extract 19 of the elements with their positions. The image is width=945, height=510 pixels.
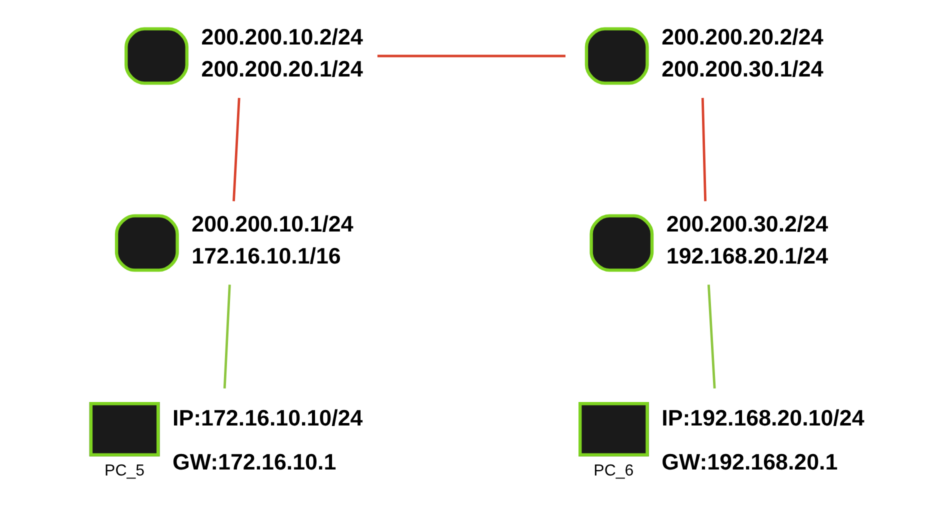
node-label: 200.200.20.2/24 [661,24,823,50]
node-label: PC_6 [593,462,634,480]
node-label: 200.200.10.1/24 [191,211,353,236]
connector [700,98,706,202]
node-label: IP:172.16.10.10/24 [172,406,362,431]
node-label: GW:172.16.10.1 [172,450,336,475]
connector [222,284,230,389]
node-label: 200.200.10.2/24 [200,24,362,50]
node-label: GW:192.168.20.1 [661,450,838,475]
connector [376,54,565,58]
node-label: 172.16.10.1/16 [191,243,340,268]
node-label: IP:192.168.20.10/24 [661,406,864,431]
connector [706,284,716,389]
node-label: 200.200.30.1/24 [661,56,823,82]
connector [232,98,240,202]
node-label: 192.168.20.1/24 [666,243,828,268]
node-label: PC_5 [104,462,144,480]
node-label: 200.200.30.2/24 [666,211,828,236]
node-label: 200.200.20.1/24 [200,56,362,82]
